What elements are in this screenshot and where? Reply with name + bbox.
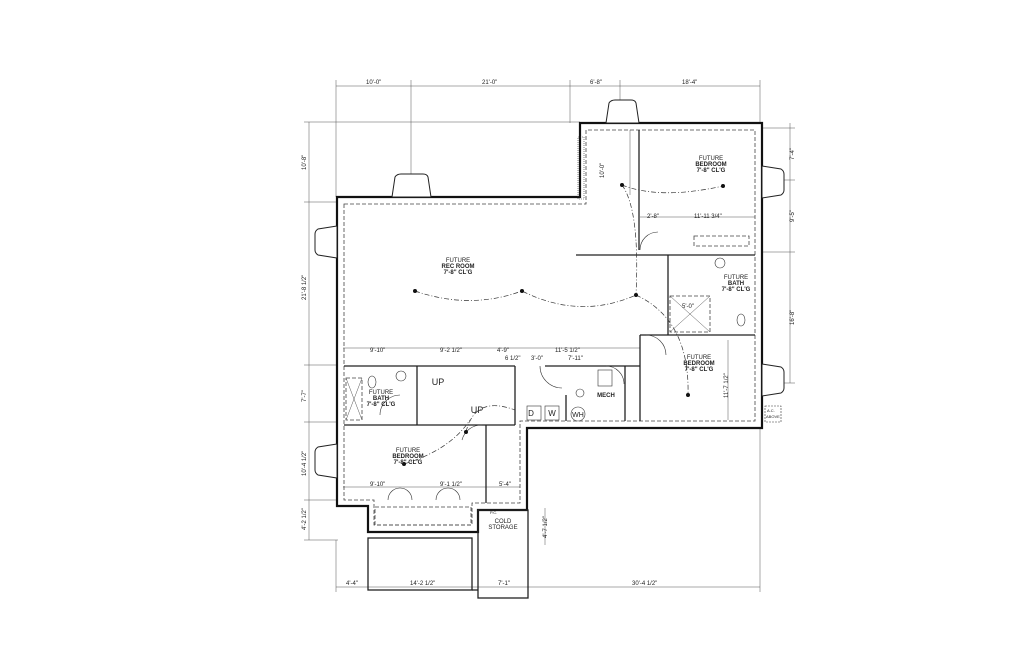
dryer [526, 405, 542, 421]
dim-bottom-1: 4'-4" [346, 581, 358, 587]
dim-left-4: 10'-4 1/2" [302, 451, 308, 476]
room-bedroom-sw: FUTURE BEDROOM 7'-8" CL'G [392, 448, 423, 466]
svg-text:7'-8" CL'G: 7'-8" CL'G [685, 367, 714, 373]
room-bedroom-ne: FUTURE BEDROOM 7'-8" CL'G [695, 156, 726, 174]
dim-left-2: 21'-8 1/2" [302, 275, 308, 300]
fixtures: D W WH UP UP A.C. ABOVE P.C. [367, 257, 782, 515]
stair-up-label: UP [432, 377, 445, 387]
svg-text:7'-8" CL'G: 7'-8" CL'G [444, 270, 473, 276]
window-well [761, 363, 785, 397]
room-bedroom-e: FUTURE BEDROOM 7'-8" CL'G [683, 355, 714, 373]
window-well [314, 225, 338, 259]
room-bath-w: FUTURE BATH 7'-8" CL'G [367, 390, 396, 408]
washer [544, 405, 560, 421]
svg-text:STORAGE: STORAGE [488, 525, 517, 531]
dim-int: 2'-8" [647, 214, 659, 220]
sink [395, 370, 407, 382]
dim-left-1: 10'-8" [302, 155, 308, 170]
svg-text:7'-8" CL'G: 7'-8" CL'G [722, 287, 751, 293]
pc-label: P.C. [490, 510, 497, 515]
toilet [736, 313, 746, 327]
mech-unit [597, 369, 613, 387]
svg-text:BEDROOM: BEDROOM [695, 162, 726, 168]
sink [714, 257, 726, 269]
svg-text:BEDROOM: BEDROOM [683, 361, 714, 367]
stair-up-label: UP [471, 405, 484, 415]
dim-int: 3'-0" [531, 356, 543, 362]
svg-text:FUTURE: FUTURE [699, 156, 723, 162]
svg-text:BATH: BATH [373, 396, 389, 402]
toilet [367, 375, 377, 389]
svg-text:FUTURE: FUTURE [724, 275, 748, 281]
dim-int: 9'-1 1/2" [440, 482, 462, 488]
switch-legs [379, 183, 725, 501]
dim-int: 4'-7 1/2" [543, 516, 549, 538]
furnace [575, 388, 585, 398]
dimension-labels: 10'-0" 21'-0" 6'-8" 18'-4" 10'-8" 21'-8 … [302, 80, 796, 587]
dim-bottom-4: 30'-4 1/2" [632, 581, 657, 587]
dim-int: 9'-10" [370, 482, 385, 488]
dim-int: 7'-11" [568, 356, 583, 362]
dim-int: 9'-10" [370, 348, 385, 354]
dim-int: 5'-0" [682, 304, 694, 310]
dim-top-3: 6'-8" [590, 80, 602, 86]
ac-label: ABOVE [766, 414, 780, 419]
svg-text:BATH: BATH [728, 281, 744, 287]
interior-walls [344, 130, 755, 526]
window-well [605, 99, 640, 124]
water-heater-label: WH [572, 412, 584, 419]
dim-top-1: 10'-0" [366, 80, 381, 86]
dim-top-2: 21'-0" [482, 80, 497, 86]
dim-int: 9'-2 1/2" [440, 348, 462, 354]
dim-int: 5'-4" [499, 482, 511, 488]
svg-text:FUTURE: FUTURE [369, 390, 393, 396]
svg-text:BEDROOM: BEDROOM [392, 454, 423, 460]
dim-int: 4'-9" [497, 348, 509, 354]
svg-text:REC ROOM: REC ROOM [442, 264, 475, 270]
dim-bottom-2: 14'-2 1/2" [410, 581, 435, 587]
dim-right-1: 7'-4" [790, 148, 796, 160]
window-well [314, 443, 338, 479]
dim-top-4: 18'-4" [682, 80, 697, 86]
dim-right-3: 16'-8" [790, 310, 796, 325]
svg-text:7'-8" CL'G: 7'-8" CL'G [394, 460, 423, 466]
dim-left-3: 7'-7" [302, 390, 308, 402]
exterior-walls [335, 121, 764, 599]
svg-text:FUTURE: FUTURE [687, 355, 711, 361]
dimension-lines [304, 80, 795, 592]
dryer-label: D [528, 409, 534, 418]
svg-text:FUTURE: FUTURE [446, 258, 470, 264]
window-well [391, 173, 432, 198]
dim-int: 10'-0" [600, 163, 606, 178]
svg-text:COLD: COLD [495, 519, 512, 525]
svg-text:7'-8" CL'G: 7'-8" CL'G [697, 168, 726, 174]
svg-text:7'-8" CL'G: 7'-8" CL'G [367, 402, 396, 408]
dim-int: 6 1/2" [505, 356, 520, 362]
dim-right-2: 9'-5" [790, 210, 796, 222]
ac-label: A.C. [767, 408, 775, 413]
dim-int: 11'-11 3/4" [694, 214, 722, 220]
window-well [761, 165, 785, 199]
dim-left-5: 4'-2 1/2" [302, 508, 308, 530]
ac-unit [764, 405, 782, 423]
dim-int: 11'-5 1/2" [555, 348, 580, 354]
water-heater [570, 406, 586, 422]
room-cold-storage: COLD STORAGE [488, 519, 517, 531]
room-labels: FUTURE REC ROOM 7'-8" CL'G FUTURE BEDROO… [367, 156, 751, 531]
svg-text:FUTURE: FUTURE [396, 448, 420, 454]
room-rec-room: FUTURE REC ROOM 7'-8" CL'G [442, 258, 475, 276]
dim-bottom-3: 7'-1" [498, 581, 510, 587]
washer-label: W [548, 409, 556, 418]
windows [314, 99, 785, 479]
dim-int: 11'-7 1/2" [724, 373, 730, 398]
room-bath-e: FUTURE BATH 7'-8" CL'G [722, 275, 751, 293]
room-mech: MECH [597, 393, 615, 399]
